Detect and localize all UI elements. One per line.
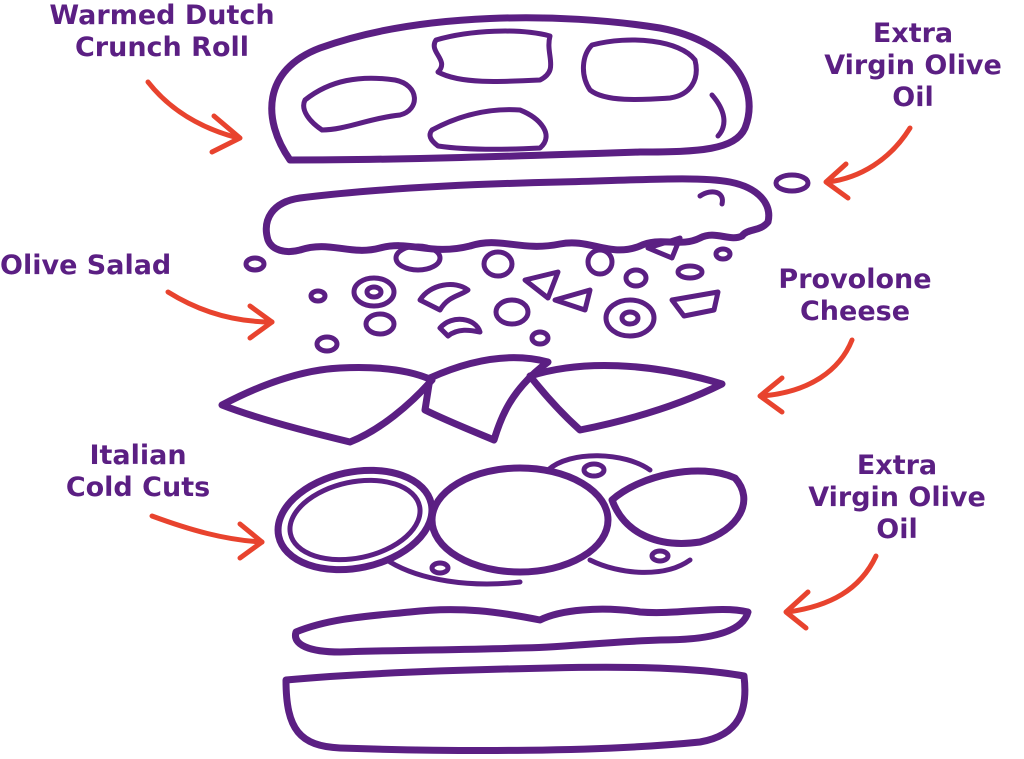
arrow-oil-top [823,125,913,201]
label-line: Warmed Dutch [49,0,275,31]
label-line: Italian [89,440,187,471]
label-line: Extra [856,450,938,481]
label-provolone-cheese: Provolone Cheese [755,264,955,328]
label-line: Virgin Olive [808,482,986,513]
label-italian-cold-cuts: Italian Cold Cuts [48,440,228,504]
label-line: Cold Cuts [65,472,211,503]
arrow-olive-salad [165,289,275,341]
label-line: Provolone [778,264,932,295]
label-line: Oil [892,82,934,113]
bottom-bun [282,663,749,754]
label-extra-virgin-olive-oil-top: Extra Virgin Olive Oil [808,18,1018,114]
label-line: Oil [876,514,918,545]
provolone-slices [218,354,726,446]
arrow-oil-bottom [783,553,879,631]
olive-salad-pieces [308,235,721,354]
arrow-cold-cuts [149,513,265,561]
label-extra-virgin-olive-oil-bottom: Extra Virgin Olive Oil [792,450,1002,546]
label-olive-salad: Olive Salad [0,250,210,282]
arrow-roll [145,79,243,155]
label-line: Extra [872,18,954,49]
arrow-provolone [757,337,855,415]
bottom-oil-layer [292,605,752,656]
label-line: Crunch Roll [74,32,250,63]
label-line: Cheese [799,296,911,327]
cold-cut-slices [274,453,748,587]
top-bun [268,14,753,164]
label-line: Virgin Olive [824,50,1002,81]
label-line: Olive Salad [0,250,172,281]
label-warmed-dutch-crunch-roll: Warmed Dutch Crunch Roll [12,0,312,64]
top-oil-layer [243,172,811,273]
